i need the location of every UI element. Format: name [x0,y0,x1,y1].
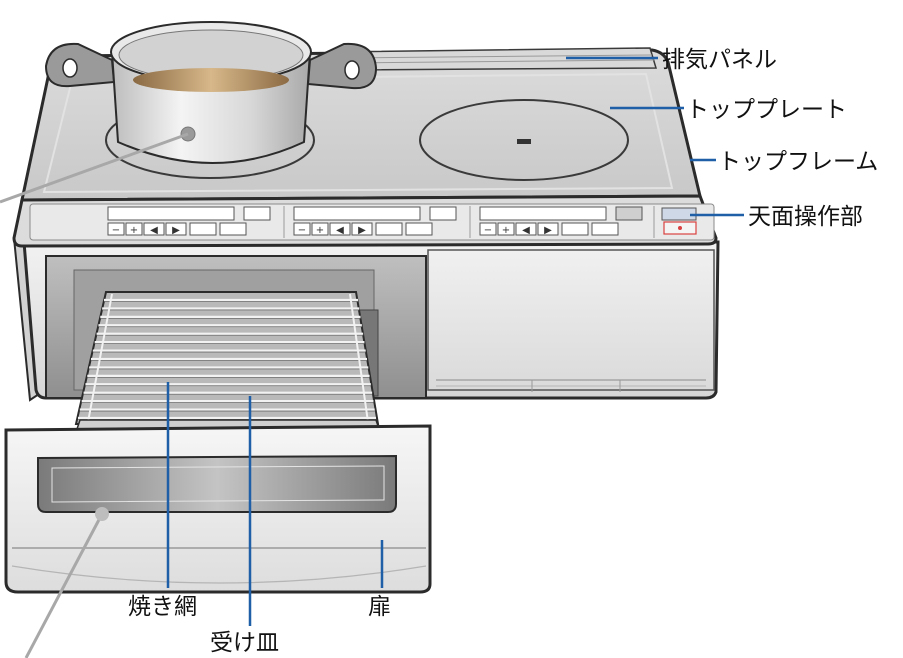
grill-net [74,291,382,433]
key-right-glyph: ▶ [172,225,180,236]
pot-handle-left [44,42,116,88]
callout-labels: 排気パネル トッププレート トップフレーム 天面操作部 焼き網 受け皿 扉 [128,47,878,656]
control-group-2: −+ ◀ ▶ [293,206,457,236]
key-left-glyph: ◀ [522,225,530,236]
label-top-plate: トッププレート [686,97,847,123]
pot-contents [133,68,289,92]
key-left[interactable] [143,222,165,236]
key-minus-glyph: − [298,225,306,236]
key-right-glyph: ▶ [544,225,552,236]
label-grill-net: 焼き網 [128,594,197,620]
key-plus[interactable] [497,222,515,236]
key-blank-a[interactable] [375,222,403,236]
select-key[interactable] [429,206,457,221]
key-plus-glyph: + [130,225,138,236]
key-left[interactable] [515,222,537,236]
key-minus-glyph: − [112,225,120,236]
right-burner-mark [517,139,531,144]
key-right[interactable] [165,222,187,236]
select-key[interactable] [615,206,643,221]
pot-handle-right [306,42,378,90]
key-left-glyph: ◀ [150,225,158,236]
pot [44,21,378,164]
key-minus[interactable] [107,222,125,236]
key-minus[interactable] [479,222,497,236]
key-right[interactable] [537,222,559,236]
select-key[interactable] [243,206,271,221]
label-control-panel: 天面操作部 [748,204,863,230]
key-blank-b[interactable] [219,222,247,236]
key-right[interactable] [351,222,373,236]
key-plus[interactable] [311,222,329,236]
key-right-glyph: ▶ [358,225,366,236]
key-blank-a[interactable] [561,222,589,236]
label-exhaust-panel: 排気パネル [662,47,777,73]
label-door: 扉 [368,594,391,620]
control-groups: −+◀▶−+◀▶−+◀▶ [107,206,643,236]
key-plus-glyph: + [316,225,324,236]
leader-lines [0,56,744,658]
key-left[interactable] [329,222,351,236]
body-right-panel [427,249,715,391]
display-window [107,206,235,221]
key-blank-b[interactable] [405,222,433,236]
right-burner-ring [419,99,629,181]
leader-door-window [24,513,104,658]
display-window [293,206,421,221]
key-plus-glyph: + [502,225,510,236]
label-top-frame: トップフレーム [718,149,878,175]
drawer-door[interactable] [4,424,432,594]
label-drip-tray: 受け皿 [210,630,279,656]
key-blank-b[interactable] [591,222,619,236]
display-window [479,206,607,221]
key-blank-a[interactable] [189,222,217,236]
leader-pot [0,132,189,204]
control-group-3: −+ ◀ ▶ [479,206,643,236]
key-minus[interactable] [293,222,311,236]
key-plus[interactable] [125,222,143,236]
control-group-1: −+ ◀ ▶ [107,206,271,236]
key-left-glyph: ◀ [336,225,344,236]
key-minus-glyph: − [484,225,492,236]
